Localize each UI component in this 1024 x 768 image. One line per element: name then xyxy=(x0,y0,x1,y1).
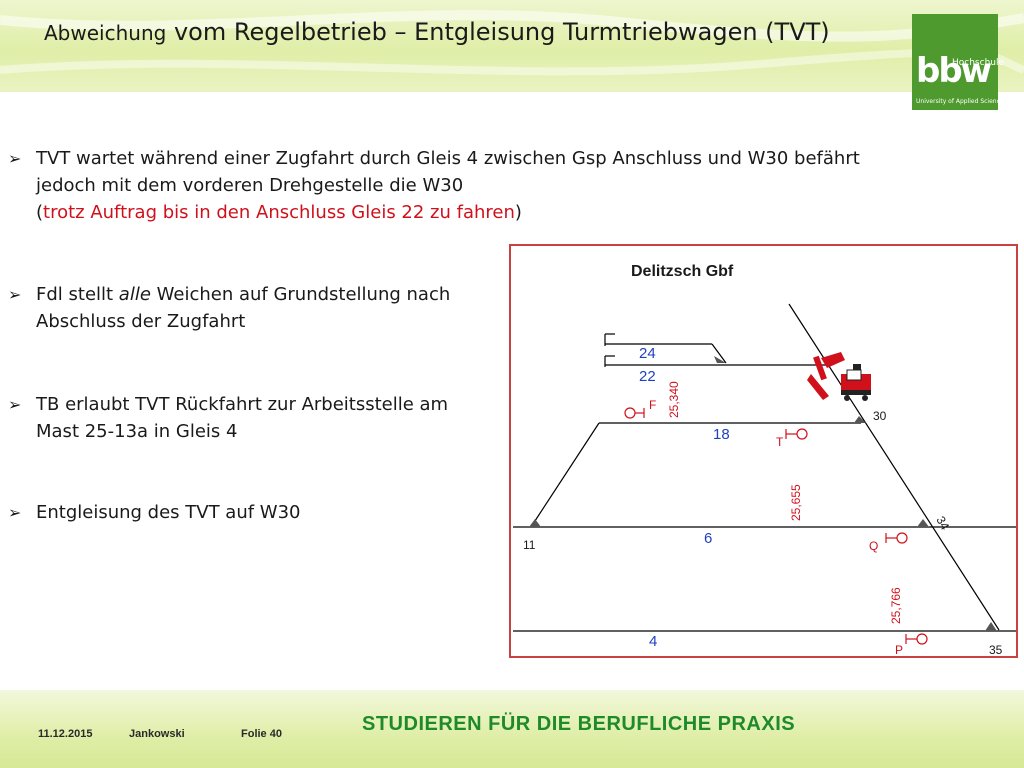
bullet-2-post: Weichen auf Grundstellung nach xyxy=(150,284,451,305)
signal-label-t: T xyxy=(776,435,784,449)
header-wave-decoration xyxy=(0,10,1024,76)
signal-f-lamp xyxy=(624,407,636,419)
track-label-18: 18 xyxy=(713,426,730,443)
diagonal-main-line xyxy=(788,303,1000,631)
bullet-arrow-icon: ➢ xyxy=(8,285,22,304)
switch-label-30: 30 xyxy=(873,409,887,423)
footer-tagline: STUDIEREN FÜR DIE BERUFLICHE PRAXIS xyxy=(362,713,796,735)
track-label-4: 4 xyxy=(649,633,657,650)
logo-wordmark: bbw xyxy=(916,51,992,91)
signal-label-p: P xyxy=(895,643,903,656)
derailed-tvt-icon xyxy=(807,352,871,401)
switch-label-35: 35 xyxy=(989,643,1003,656)
track-label-6: 6 xyxy=(704,530,712,547)
bullet-arrow-icon: ➢ xyxy=(8,395,22,414)
track-diagram-svg: Delitzsch Gbf xyxy=(513,263,1016,656)
logo-subtitle: University of Applied Sciences xyxy=(916,98,1007,105)
bullet-1-line1: TVT wartet während einer Zugfahrt durch … xyxy=(36,148,860,169)
track-24-slope xyxy=(711,343,727,364)
header-band: Abweichung vom Regelbetrieb – Entgleisun… xyxy=(0,0,1024,92)
track-label-24: 24 xyxy=(639,345,656,362)
bullet-arrow-icon: ➢ xyxy=(8,149,22,168)
signal-label-q: Q xyxy=(869,539,878,553)
title-part1: Abweichung xyxy=(44,21,167,45)
footer-band xyxy=(0,690,1024,768)
track-label-22: 22 xyxy=(639,368,656,385)
signal-q-lamp xyxy=(896,532,908,544)
bullet-3-line2: Mast 25-13a in Gleis 4 xyxy=(36,421,238,442)
footer-slide-number: Folie 40 xyxy=(241,728,282,740)
km-marker-25766: 25,766 xyxy=(889,587,903,624)
km-marker-25340: 25,340 xyxy=(667,381,681,418)
switch-marker-30 xyxy=(854,416,866,423)
bullet-2-line2: Abschluss der Zugfahrt xyxy=(36,311,246,332)
bbw-logo: bbw Hochschule University of Applied Sci… xyxy=(912,14,1007,110)
switch-marker-34 xyxy=(917,519,929,527)
logo-hochschule: Hochschule xyxy=(952,58,1005,68)
switch-label-11: 11 xyxy=(523,538,536,552)
signal-p-lamp xyxy=(916,633,928,645)
title-part2: vom Regelbetrieb – Entgleisung Turmtrieb… xyxy=(166,18,830,46)
bullet-2-italic: alle xyxy=(118,284,151,305)
bullet-4-line1: Entgleisung des TVT auf W30 xyxy=(36,502,301,523)
km-marker-25655: 25,655 xyxy=(789,484,803,521)
switch-marker-35 xyxy=(985,622,997,631)
bullet-arrow-icon: ➢ xyxy=(8,503,22,522)
bullet-2-pre: Fdl stellt xyxy=(36,284,119,305)
switch-label-34: 34 xyxy=(933,514,952,533)
bullet-1-line3: (trotz Auftrag bis in den Anschluss Glei… xyxy=(36,200,522,226)
signal-label-f: F xyxy=(649,398,656,412)
bullet-1-line2: jedoch mit dem vorderen Drehgestelle die… xyxy=(36,175,464,196)
bullet-1-paren-close: ) xyxy=(514,202,522,223)
switch-marker-11 xyxy=(529,519,541,527)
bullet-1-red-note: trotz Auftrag bis in den Anschluss Gleis… xyxy=(43,202,515,223)
signal-t-lamp xyxy=(796,428,808,440)
footer-date: 11.12.2015 xyxy=(38,728,93,740)
footer-author: Jankowski xyxy=(129,728,185,740)
bullet-2-line1: Fdl stellt alle Weichen auf Grundstellun… xyxy=(36,282,450,308)
track-diagram: Delitzsch Gbf xyxy=(509,244,1018,658)
page-title: Abweichung vom Regelbetrieb – Entgleisun… xyxy=(44,18,830,46)
station-name: Delitzsch Gbf xyxy=(631,263,734,280)
bullet-3-line1: TB erlaubt TVT Rückfahrt zur Arbeitsstel… xyxy=(36,394,449,415)
bullet-1-paren-open: ( xyxy=(36,202,44,223)
switch-marker-24 xyxy=(714,356,726,363)
track-18-left-slope xyxy=(530,422,600,528)
